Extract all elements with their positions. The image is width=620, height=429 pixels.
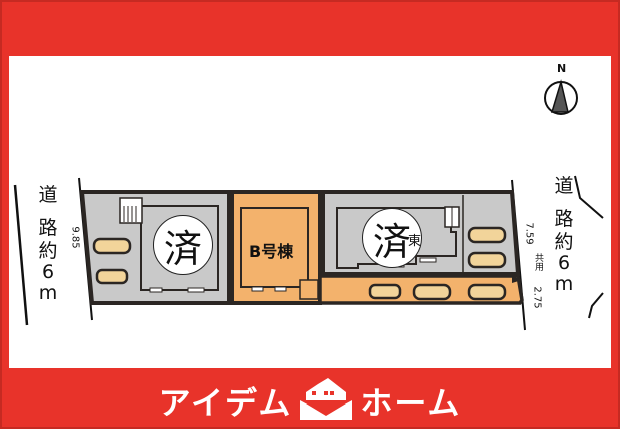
brand-right-text: ホーム (360, 383, 462, 422)
road-char: 道 (554, 175, 574, 197)
shared-width-dimension: 2.75 (531, 286, 543, 309)
road-char: 約 (38, 240, 58, 262)
road-char: 6 (41, 261, 55, 283)
house-logo-icon (300, 377, 353, 420)
east-frontage-dimension: 7.59 (523, 222, 535, 245)
shared-char: 用 (535, 263, 545, 273)
car-icon (92, 237, 132, 285)
east-road-edge-line-top (574, 175, 604, 219)
sold-mark-west: 済 (153, 215, 213, 275)
east-lot-suffix: 東 (408, 234, 422, 249)
road-char: 道 (38, 184, 58, 206)
road-char: 路 (554, 208, 574, 230)
road-char: m (38, 282, 58, 304)
car-icon (368, 226, 507, 301)
brand-logo: アイデム ホーム (0, 372, 620, 429)
sold-mark-east: 済 (362, 208, 422, 268)
brand-left-text: アイデム (158, 383, 293, 422)
west-road-edge-line (13, 184, 29, 326)
shared-char: 共 (535, 254, 545, 264)
east-road-label: 道 路 約 6 m (553, 177, 575, 294)
road-char: 約 (554, 231, 574, 253)
west-road-label: 道 路 約 6 m (37, 186, 59, 303)
road-char: m (554, 273, 574, 295)
road-char: 6 (557, 252, 571, 274)
lot-b-label: B号棟 (249, 242, 294, 261)
shared-label: 共 用 (535, 255, 545, 273)
west-frontage-dimension: 9.85 (69, 226, 81, 249)
north-arrow-icon (544, 79, 578, 115)
north-label: N (557, 62, 567, 75)
road-char: 路 (38, 217, 58, 239)
east-road-edge-line-bottom (588, 292, 604, 319)
lot-b (230, 190, 322, 305)
